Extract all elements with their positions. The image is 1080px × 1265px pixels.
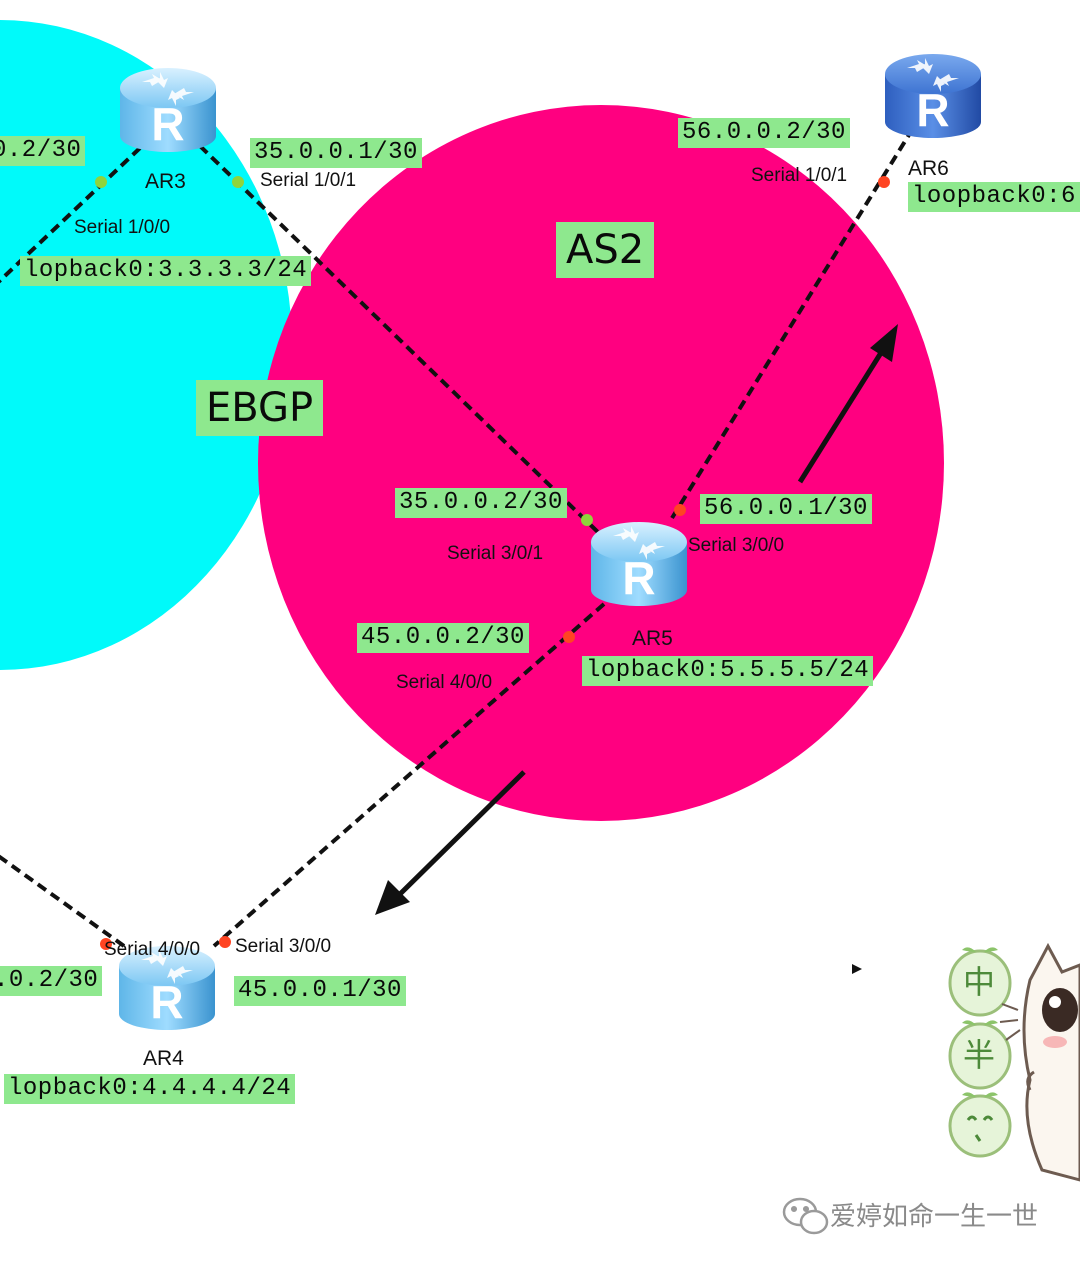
arrow-down-left (375, 770, 526, 915)
port-dot (581, 514, 593, 526)
port-dot (100, 938, 112, 950)
ip-ar5-ar3: 35.0.0.2/30 (395, 488, 567, 518)
ip-ar5-ar4: 45.0.0.2/30 (357, 623, 529, 653)
router-name-ar4: AR4 (143, 1047, 184, 1070)
port-dot (232, 176, 244, 188)
port-dot (674, 504, 686, 516)
link-ar3-left (0, 146, 142, 284)
router-icon[interactable] (885, 54, 981, 138)
interface-ar5-s300: Serial 3/0/0 (688, 535, 785, 556)
watermark-text: 爱婷如命一生一世 (830, 1201, 1039, 1231)
arrow-up-right (797, 324, 898, 484)
cursor-icon (852, 964, 862, 974)
loopback-ar3: lopback0:3.3.3.3/24 (20, 256, 312, 286)
ip-ar4-ar5: 45.0.0.1/30 (234, 976, 406, 1006)
loopback-ar6: loopback0:6 (908, 182, 1080, 212)
router-icon[interactable] (120, 68, 216, 152)
ip-ar6-ar5: 56.0.0.2/30 (678, 118, 850, 148)
interface-ar4-s300: Serial 3/0/0 (235, 936, 332, 957)
router-name-ar6: AR6 (908, 157, 949, 180)
link-ar3-ar5 (198, 144, 606, 540)
ip-ar5-ar6: 56.0.0.1/30 (700, 494, 872, 524)
router-name-ar5: AR5 (632, 627, 673, 650)
router-icon[interactable] (591, 522, 687, 606)
ebgp-area-label: EBGP (196, 380, 324, 436)
loopback-ar5: lopback0:5.5.5.5/24 (582, 656, 874, 686)
interface-ar5-s400: Serial 4/0/0 (396, 672, 493, 693)
port-dot (878, 176, 890, 188)
link-ar4-left (0, 854, 126, 948)
interface-ar3-s100: Serial 1/0/0 (74, 217, 171, 238)
interface-ar6-s101: Serial 1/0/1 (751, 165, 848, 186)
as2-area (258, 105, 944, 821)
ip-ar3-left: 0.2/30 (0, 136, 86, 166)
ip-ar4-left: .0.2/30 (0, 966, 103, 996)
loopback-ar4: lopback0:4.4.4.4/24 (4, 1074, 296, 1104)
sticker-char: 半 (963, 1036, 996, 1074)
cat-sticker-icon (948, 942, 1080, 1182)
link-ar5-ar4 (212, 602, 606, 948)
ebgp-area (0, 20, 292, 670)
port-dot (563, 631, 575, 643)
link-ar5-ar6 (670, 128, 914, 520)
router-name-ar3: AR3 (145, 170, 186, 193)
as2-area-label: AS2 (556, 222, 655, 278)
interface-ar5-s301: Serial 3/0/1 (447, 543, 544, 564)
port-dot (95, 176, 107, 188)
ip-ar3-ar5: 35.0.0.1/30 (250, 138, 422, 168)
interface-ar3-s101: Serial 1/0/1 (260, 170, 357, 191)
interface-ar4-s400: Serial 4/0/0 (104, 939, 201, 960)
sticker-char: 中 (963, 963, 996, 1001)
port-dot (219, 936, 231, 948)
wechat-icon (782, 1197, 829, 1235)
